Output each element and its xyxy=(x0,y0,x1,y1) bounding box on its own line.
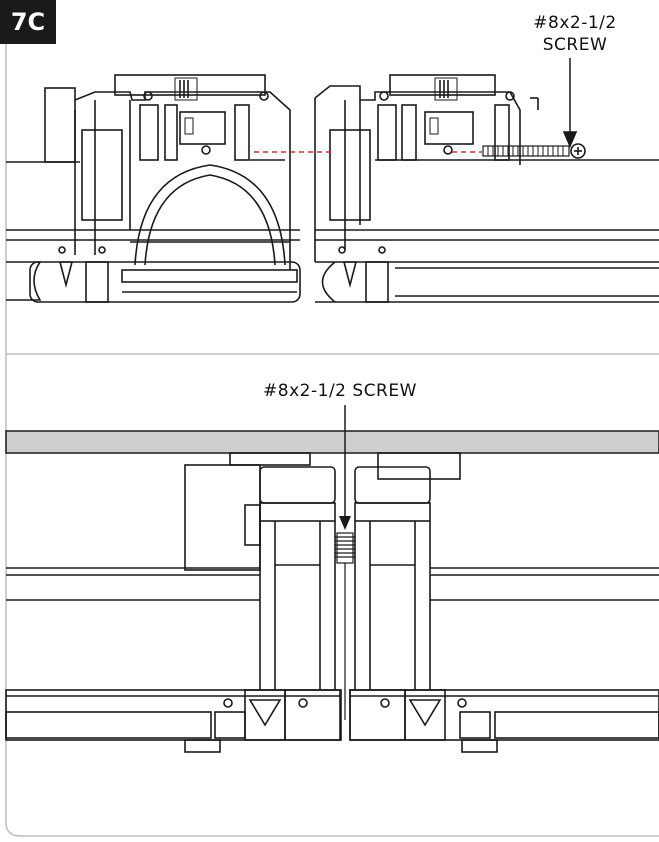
panel-border xyxy=(5,44,659,837)
top-side-view xyxy=(6,58,659,303)
step-badge: 7C xyxy=(0,0,56,44)
right-rail xyxy=(315,159,659,303)
left-extension-bracket xyxy=(44,74,291,270)
right-extension-bracket xyxy=(314,74,539,262)
screw-top-view xyxy=(482,143,586,159)
left-rail xyxy=(6,161,301,303)
callout-arrowhead-top xyxy=(562,131,578,149)
screw-callout-top-line1: #8x2-1/2 xyxy=(533,13,617,33)
bottom-top-view xyxy=(5,405,659,753)
screw-bottom-view xyxy=(335,532,355,720)
table-edge-band xyxy=(5,430,659,454)
screw-callout-top-line2: SCREW xyxy=(542,35,608,55)
screw-callout-top: #8x2-1/2 SCREW xyxy=(500,12,650,56)
callout-arrowhead-bottom xyxy=(339,516,351,530)
screw-callout-bottom: #8x2-1/2 SCREW xyxy=(263,381,417,401)
